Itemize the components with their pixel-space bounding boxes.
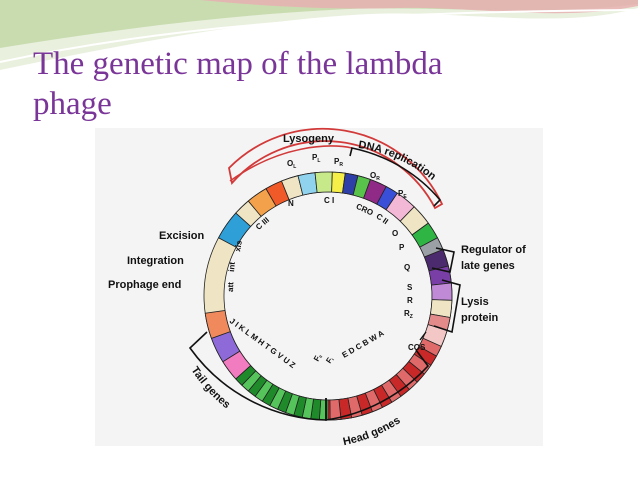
lysis-label-line2: protein	[461, 312, 499, 324]
lysis-label-line1: Lysis	[461, 296, 489, 308]
lysogeny-bracket-line	[229, 145, 353, 182]
gene-xis: xis	[233, 239, 244, 252]
gene-p: P	[399, 243, 405, 252]
regulator-label-line1: Regulator of	[461, 244, 526, 256]
tail-genes-bracket	[188, 331, 327, 421]
gene-pl: PL	[312, 153, 320, 164]
seg-ci-b	[314, 171, 333, 194]
header-wave-decoration	[0, 0, 638, 70]
cos-label: COS	[408, 343, 426, 352]
gene-ci: C I	[324, 196, 334, 205]
gene-rz: RZ	[404, 309, 413, 320]
seg-tail-gene	[235, 365, 257, 386]
head-genes-bracket	[325, 349, 430, 421]
gene-att: att	[226, 282, 235, 292]
gene-q: Q	[404, 263, 410, 272]
seg-xis	[204, 310, 231, 339]
title-line-2: phage	[33, 86, 112, 122]
gene-pe: PE	[398, 189, 407, 200]
slide-title: The genetic map of the lambda phage	[33, 44, 593, 124]
gene-fii: FII	[312, 352, 323, 363]
regulator-label-line2: late genes	[461, 260, 515, 272]
gene-o: O	[392, 229, 398, 238]
gene-or: OR	[370, 171, 380, 182]
lysogeny-label: Lysogeny	[283, 133, 335, 145]
lysis-bracket	[433, 279, 461, 334]
gene-n: N	[288, 199, 294, 208]
seg-lysis	[430, 282, 453, 301]
gene-int: int	[227, 261, 237, 272]
gene-ol: OL	[287, 159, 296, 170]
regulator-bracket	[431, 247, 455, 273]
gene-s: S	[407, 283, 413, 292]
integration-label: Integration	[127, 255, 184, 267]
dna-replication-bracket	[349, 147, 442, 207]
prophage-end-label: Prophage end	[108, 279, 181, 291]
genome-ring	[203, 171, 453, 421]
lysogeny-bracket	[228, 127, 444, 210]
cos-pointer	[419, 331, 427, 341]
gene-fi: FI	[324, 355, 335, 365]
gene-pr: PR	[334, 157, 343, 168]
gene-r: R	[407, 296, 413, 305]
excision-label: Excision	[159, 230, 205, 242]
title-line-1: The genetic map of the lambda	[33, 46, 443, 82]
